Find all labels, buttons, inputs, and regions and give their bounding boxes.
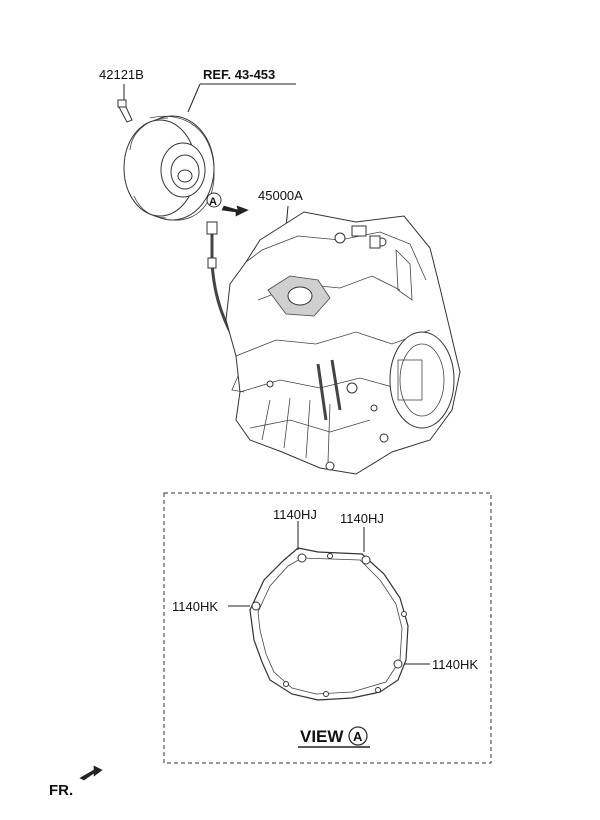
bolt-1140hk-right-label: 1140HK [432,657,478,672]
bell-housing-flange [249,547,409,701]
bolt-1140hj-left-label: 1140HJ [273,507,317,522]
view-a-arrow-marker: A [206,192,249,217]
view-caption-marker: A [353,729,363,744]
view-a-circle [348,726,368,746]
bolt-1140hk-left-label: 1140HK [172,599,218,614]
bolt-1140hj-right-label: 1140HJ [340,511,384,526]
front-label: FR. [49,782,73,799]
transmission-assembly [206,211,461,475]
ref-leader-line [187,83,201,113]
view-caption: VIEW [300,727,344,746]
ref-label: REF. 43-453 [203,67,275,82]
torque-converter [123,115,215,221]
transmission-part-number: 45000A [258,188,303,203]
svg-text:A: A [209,196,217,208]
bolt-part-number: 42121B [99,67,144,82]
view-a-frame [163,492,492,764]
bolt-42121b [117,84,133,123]
front-arrow-icon [79,765,103,781]
